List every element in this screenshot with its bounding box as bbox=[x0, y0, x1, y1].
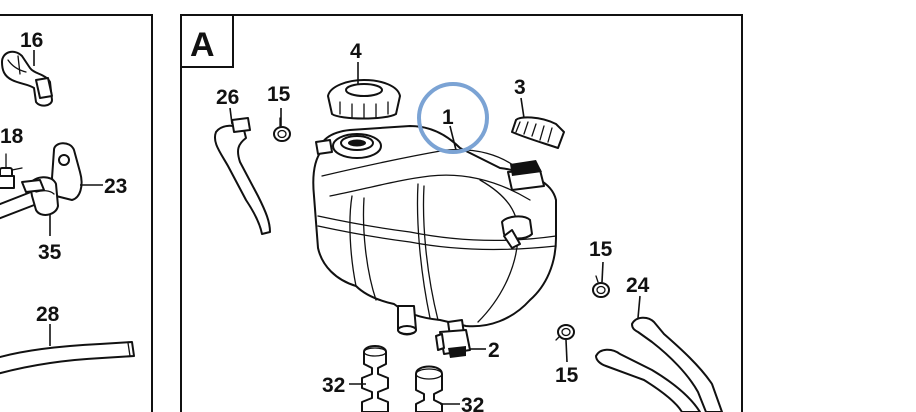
part-32-plug-b[interactable] bbox=[415, 365, 443, 412]
left-panel-frame bbox=[0, 14, 153, 412]
callout-1: 1 bbox=[442, 106, 454, 129]
part-23-bracket[interactable] bbox=[51, 142, 83, 201]
panel-a-label: A bbox=[190, 26, 215, 64]
part-15-clamp-a[interactable] bbox=[273, 117, 291, 142]
callout-35: 35 bbox=[38, 241, 62, 264]
part-24-hose[interactable] bbox=[595, 316, 723, 412]
part-16-clip[interactable] bbox=[1, 50, 53, 107]
panel-a: A 4 26 15 bbox=[180, 14, 743, 412]
callout-28: 28 bbox=[36, 303, 60, 326]
part-35-clamp[interactable] bbox=[0, 176, 59, 222]
leader-24 bbox=[637, 295, 641, 319]
part-15-clamp-b[interactable] bbox=[592, 275, 610, 298]
leader-1 bbox=[449, 125, 457, 151]
highlight-ring-part-1 bbox=[417, 82, 489, 154]
part-18-bolt[interactable] bbox=[0, 153, 23, 189]
callout-2: 2 bbox=[488, 339, 500, 362]
callout-23: 23 bbox=[104, 175, 127, 198]
leader-3 bbox=[520, 97, 525, 119]
callout-3: 3 bbox=[514, 76, 526, 99]
part-1-expansion-tank[interactable] bbox=[312, 125, 557, 337]
callout-32-a: 32 bbox=[322, 374, 345, 397]
callout-15-a: 15 bbox=[267, 83, 291, 106]
part-32-plug-a[interactable] bbox=[361, 345, 389, 412]
callout-26: 26 bbox=[216, 86, 239, 109]
part-26-hose[interactable] bbox=[214, 117, 271, 235]
callout-18: 18 bbox=[0, 125, 24, 148]
panel-a-frame bbox=[180, 14, 743, 412]
callout-16: 16 bbox=[20, 29, 43, 52]
leader-26 bbox=[229, 107, 233, 125]
callout-15-c: 15 bbox=[555, 364, 579, 387]
leader-15-c bbox=[565, 339, 568, 363]
part-3-cover[interactable] bbox=[511, 116, 565, 149]
callout-15-b: 15 bbox=[589, 238, 613, 261]
callout-24: 24 bbox=[626, 274, 650, 297]
left-panel: 16 18 23 35 28 bbox=[0, 14, 153, 412]
part-15-clamp-c[interactable] bbox=[555, 324, 575, 341]
panel-a-label-box bbox=[180, 14, 234, 68]
leader-15-b bbox=[601, 261, 604, 283]
callout-32-b: 32 bbox=[461, 394, 484, 412]
part-2-sensor[interactable] bbox=[435, 329, 471, 358]
part-28-hose[interactable] bbox=[0, 341, 135, 376]
part-4-cap[interactable] bbox=[327, 79, 401, 120]
callout-4: 4 bbox=[350, 40, 362, 63]
